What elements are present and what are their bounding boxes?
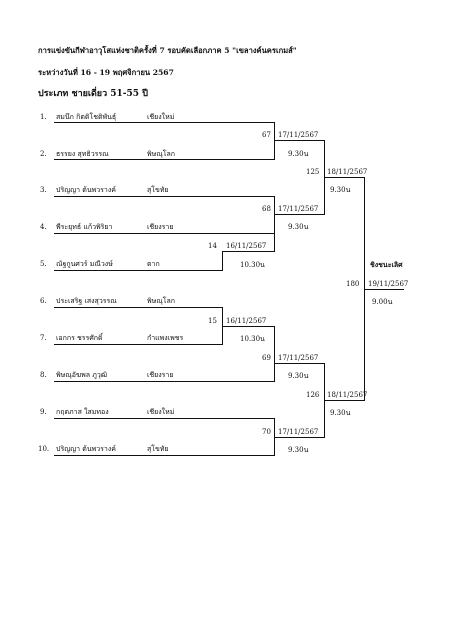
match-time: 9.30น <box>330 409 351 417</box>
match-time: 10.30น <box>240 335 265 343</box>
bracket-line <box>54 159 274 160</box>
player-number: 7. <box>40 334 47 342</box>
bracket-line <box>222 251 274 252</box>
bracket-line <box>274 214 324 215</box>
match-time: 9.30น <box>288 150 309 158</box>
player-province: กำแพงเพชร <box>147 334 184 342</box>
player-number: 2. <box>40 150 47 158</box>
event-dates: ระหว่างวันที่ 16 - 19 พฤศจิกายน 2567 <box>38 68 174 77</box>
match-date: 16/11/2567 <box>226 317 267 325</box>
match-number: 14 <box>208 242 217 250</box>
match-number: 68 <box>262 205 271 213</box>
match-number: 69 <box>262 354 271 362</box>
bracket-line <box>274 363 275 382</box>
player-name: พีระยุทธ์ แก้วพิริยา <box>56 223 113 231</box>
match-number: 180 <box>346 280 360 288</box>
match-date: 17/11/2567 <box>278 428 319 436</box>
final-label: ชิงชนะเลิศ <box>370 260 403 269</box>
player-number: 4. <box>40 223 47 231</box>
player-number: 1. <box>40 113 47 121</box>
match-time: 10.30น <box>240 261 265 269</box>
bracket-line <box>274 437 324 438</box>
player-province: เชียงใหม่ <box>147 113 175 121</box>
bracket-line <box>274 363 324 364</box>
player-province: สุโขทัย <box>147 445 169 453</box>
player-province: พิษณุโลก <box>147 297 176 305</box>
bracket-line <box>222 326 274 327</box>
player-name: ประเสริฐ เสงสุวรรณ <box>56 297 117 305</box>
player-name: ปริญญา ต้นพวรางค์ <box>56 445 116 453</box>
player-number: 3. <box>40 186 47 194</box>
bracket-line <box>274 326 275 363</box>
bracket-line <box>54 381 274 382</box>
bracket-line <box>54 455 274 456</box>
player-name: เอกกร ชรรศักดิ์ <box>56 334 103 342</box>
bracket-line <box>324 177 364 178</box>
match-time: 9.00น <box>372 298 393 306</box>
player-province: พิษณุโลก <box>147 150 176 158</box>
match-number: 126 <box>306 391 320 399</box>
bracket-line <box>54 344 222 345</box>
bracket-line <box>274 214 275 252</box>
player-province: ตาก <box>147 260 160 268</box>
player-number: 5. <box>40 260 47 268</box>
match-time: 9.30น <box>288 446 309 454</box>
bracket-line <box>54 122 274 123</box>
bracket-line <box>274 196 275 214</box>
bracket-line <box>54 196 274 197</box>
bracket-line <box>324 400 364 401</box>
bracket-line <box>54 270 222 271</box>
match-number: 70 <box>262 428 271 436</box>
match-time: 9.30น <box>288 223 309 231</box>
player-name: สมนึก กิตติโชติพันธุ์ <box>56 113 117 121</box>
match-date: 17/11/2567 <box>278 131 319 139</box>
player-number: 10. <box>38 445 50 453</box>
bracket-line <box>364 289 404 290</box>
event-category: ประเภท ชายเดี่ยว 51-55 ปี <box>38 89 148 99</box>
player-name: กฤตภาส ใสมทอง <box>56 408 109 416</box>
player-province: เชียงราย <box>147 371 174 379</box>
player-number: 8. <box>40 371 47 379</box>
player-name: พิษณุอัฆพล ภูวุฒิ <box>56 371 108 379</box>
player-province: สุโขทัย <box>147 186 169 194</box>
match-number: 15 <box>208 317 217 325</box>
player-name: ณัฐกูนศวร์ มณีวงษ์ <box>56 260 113 268</box>
player-name: ปริญญา ต้นพวรางค์ <box>56 186 116 194</box>
event-title: การแข่งขันกีฬาอาวุโสแห่งชาติครั้งที่ 7 ร… <box>38 46 297 55</box>
match-date: 16/11/2567 <box>226 242 267 250</box>
player-province: เชียงใหม่ <box>147 408 175 416</box>
match-number: 67 <box>262 131 271 139</box>
match-date: 19/11/2567 <box>368 280 409 288</box>
match-date: 17/11/2567 <box>278 205 319 213</box>
match-date: 18/11/2567 <box>327 168 368 176</box>
match-number: 125 <box>306 168 320 176</box>
match-time: 9.30น <box>330 186 351 194</box>
match-date: 17/11/2567 <box>278 354 319 362</box>
bracket-line <box>54 307 222 308</box>
bracket-line <box>222 251 223 271</box>
player-number: 6. <box>40 297 47 305</box>
player-number: 9. <box>40 408 47 416</box>
match-time: 9.30น <box>288 372 309 380</box>
bracket-line <box>274 122 275 160</box>
bracket-line <box>54 233 274 234</box>
match-date: 18/11/2567 <box>327 391 368 399</box>
bracket-line <box>274 140 324 141</box>
bracket-line <box>54 418 274 419</box>
player-name: ธรรยง สุทธิวรรณ <box>56 150 109 158</box>
player-province: เชียงราย <box>147 223 174 231</box>
